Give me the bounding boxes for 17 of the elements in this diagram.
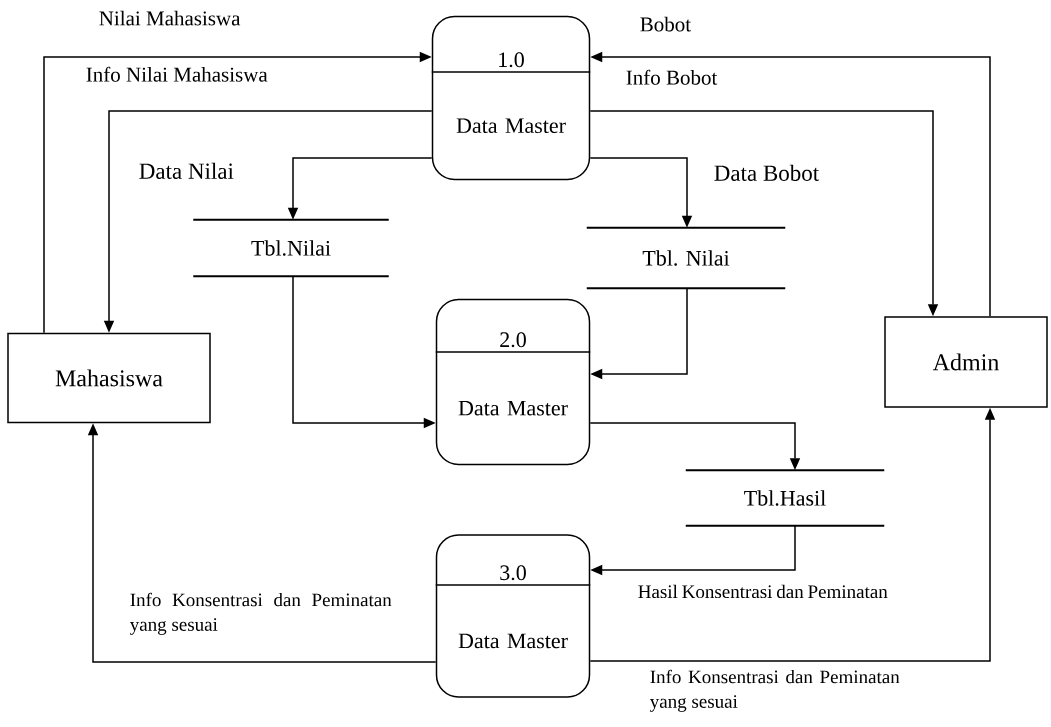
edge-label: Bobot xyxy=(640,16,691,32)
process-box: 2.0 Data Master xyxy=(435,298,591,466)
data-store: Tbl. Nilai xyxy=(585,226,787,290)
edge-label: Info Nilai Mahasiswa xyxy=(86,66,268,82)
edge-label: Info Bobot xyxy=(626,69,718,85)
entity-box: Mahasiswa xyxy=(7,332,211,424)
data-store: Tbl.Nilai xyxy=(192,218,390,278)
edge-label: Info Konsentrasi dan Peminatan yang sesuai xyxy=(649,669,900,712)
process-box: 1.0 Data Master xyxy=(431,15,591,181)
edge-label: Nilai Mahasiswa xyxy=(99,10,241,26)
edge-label: Hasil Konsentrasi dan Peminatan xyxy=(638,584,888,599)
entity-box: Admin xyxy=(884,316,1048,408)
data-store: Tbl.Hasil xyxy=(684,469,886,527)
edge-label: Data Nilai xyxy=(139,162,234,179)
process-box: 3.0 Data Master xyxy=(435,534,591,698)
edge-label: Info Konsentrasi dan Peminatan yang sesuai xyxy=(129,592,392,635)
edge-label: Data Bobot xyxy=(714,164,819,181)
